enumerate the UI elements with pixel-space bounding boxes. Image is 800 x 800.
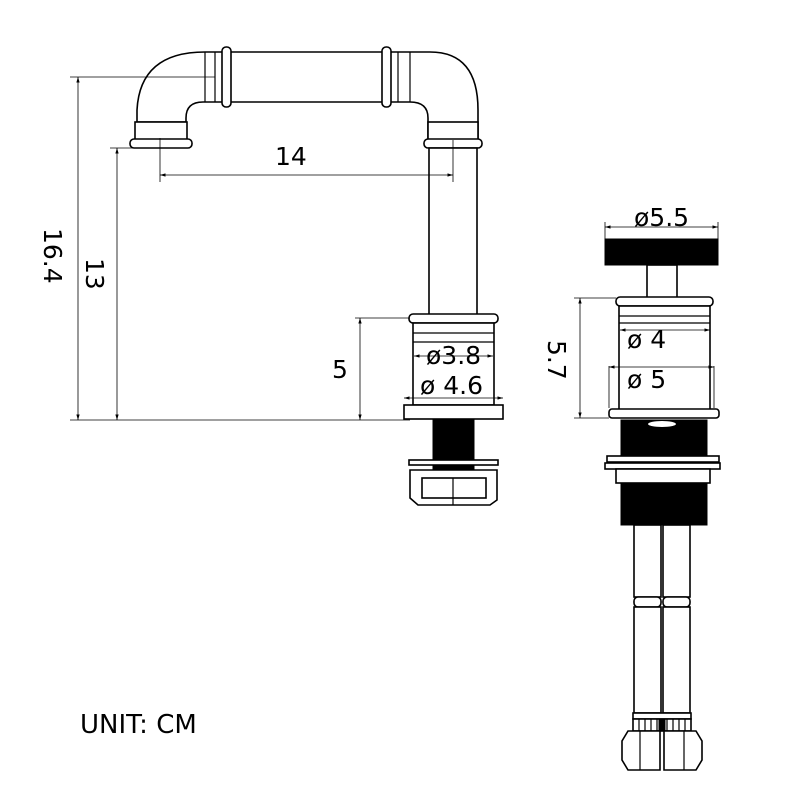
spout: [129, 46, 483, 319]
unit-label: UNIT: CM: [80, 710, 197, 740]
dim-total-height: 16.4: [38, 228, 67, 284]
spout-dimensions: 14 13 16.4 5 ø3.8 ø 4.6: [38, 76, 503, 421]
dim-base-outer-diameter: ø 4.6: [420, 371, 483, 400]
dim-handle-inner-diameter: ø 4: [627, 325, 666, 354]
handle: [604, 238, 721, 771]
dim-handle-outer-diameter: ø 5: [627, 365, 666, 394]
handle-dimensions: ø5.5 5.7 ø 4 ø 5: [542, 203, 719, 419]
dim-handle-diameter: ø5.5: [634, 203, 689, 232]
dim-handle-height: 5.7: [542, 340, 571, 380]
dim-spout-height: 13: [80, 258, 109, 290]
dim-spout-reach: 14: [275, 142, 307, 171]
dim-base-height: 5: [332, 355, 348, 384]
spout-base: [403, 313, 504, 506]
dim-base-inner-diameter: ø3.8: [426, 341, 481, 370]
